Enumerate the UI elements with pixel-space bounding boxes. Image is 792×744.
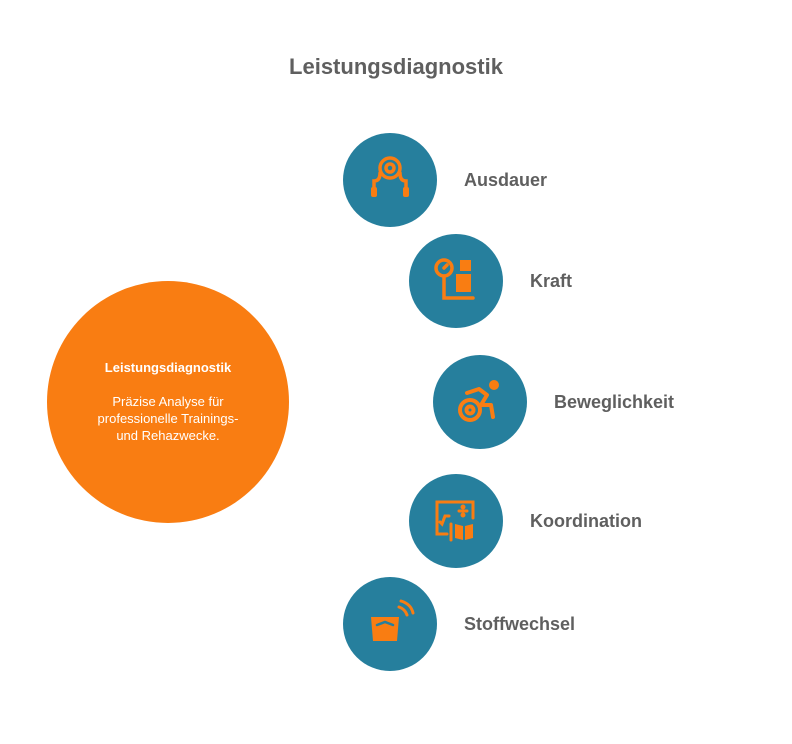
node-koordination bbox=[409, 474, 503, 568]
label-beweglichkeit: Beweglichkeit bbox=[554, 392, 675, 412]
node-kraft bbox=[409, 234, 503, 328]
node-beweglichkeit bbox=[433, 355, 527, 449]
wheelchair-active-icon bbox=[458, 380, 499, 422]
node-stoffwechsel bbox=[343, 577, 437, 671]
node-ausdauer bbox=[343, 133, 437, 227]
scale-package-icon bbox=[434, 258, 475, 300]
label-kraft: Kraft bbox=[530, 271, 573, 291]
label-stoffwechsel: Stoffwechsel bbox=[464, 614, 576, 634]
hub-description: Präzise Analyse für professionelle Train… bbox=[97, 394, 239, 443]
jump-rope-icon bbox=[371, 156, 409, 197]
label-koordination: Koordination bbox=[530, 511, 642, 531]
smart-scale-icon bbox=[371, 599, 415, 641]
central-hub-circle: Leistungsdiagnostik Präzise Analyse für … bbox=[47, 281, 289, 523]
page-title: Leistungsdiagnostik bbox=[289, 54, 503, 79]
label-ausdauer: Ausdauer bbox=[464, 170, 548, 190]
hub-title: Leistungsdiagnostik bbox=[104, 360, 232, 375]
math-board-book-icon bbox=[435, 500, 475, 542]
